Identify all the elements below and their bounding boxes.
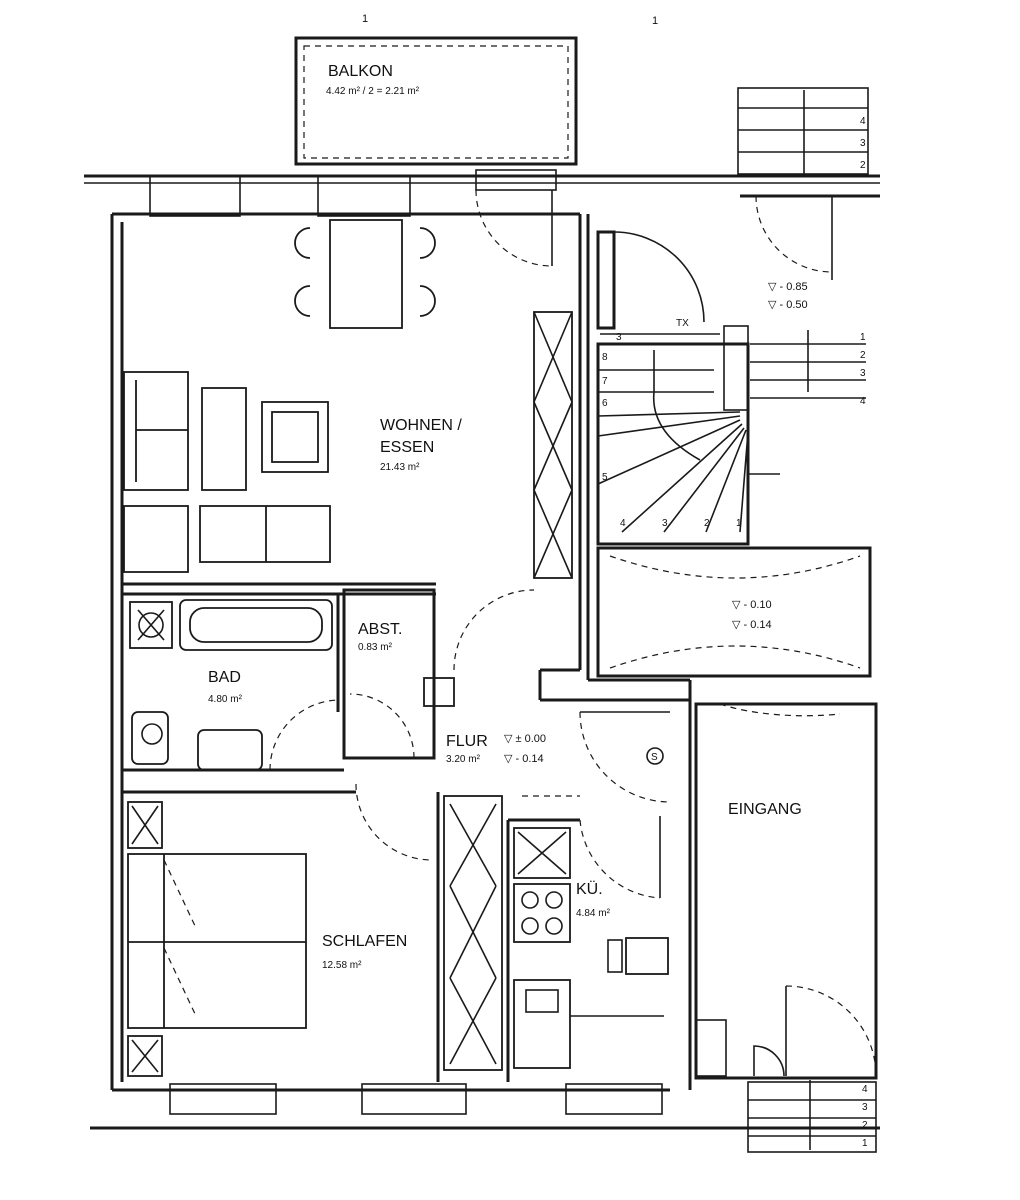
step-br-3: 3 [862,1102,868,1113]
schlafen-label: SCHLAFEN [322,933,407,950]
stairwell: ▽ - 0.10 ▽ - 0.14 [586,214,872,682]
outer-walls [110,212,692,1092]
step-tr-3: 2 [860,160,866,171]
step-br-1: 1 [862,1138,868,1149]
balcony: BALKON 4.42 m² / 2 = 2.21 m² [294,36,578,166]
winding-stair: 1 2 3 4 5 6 7 8 3 TX [596,230,780,546]
spiral-step-5: 5 [602,472,608,483]
balkon-area: 4.42 m² / 2 = 2.21 m² [326,86,420,97]
wohnen-label-1: WOHNEN / [380,417,462,434]
flur-area: 3.20 m² [446,754,481,765]
kueche-area: 4.84 m² [576,908,611,919]
step-mr-3: 3 [860,368,866,379]
grid-tick-2: 1 [652,15,658,27]
step-br-4: 4 [862,1084,868,1095]
bedroom-wardrobe [443,795,503,1071]
landing-level-1: ▽ - 0.10 [732,599,772,611]
kitchen: KÜ. 4.84 m² [506,816,669,1082]
spiral-step-7: 7 [602,376,608,387]
storage-room: ABST. 0.83 m² [342,588,436,760]
bedroom: SCHLAFEN 12.58 m² [122,790,440,1082]
wohnen-area: 21.43 m² [380,462,420,473]
spiral-step-6: 6 [602,398,608,409]
flur-label: FLUR [446,733,488,750]
spiral-step-3: 3 [662,518,668,529]
balkon-label: BALKON [328,63,393,80]
step-tr-1: 4 [860,116,866,127]
eingang-label: EINGANG [728,801,802,818]
spiral-step-top: 3 [616,332,622,343]
stair-level-2: ▽ - 0.50 [768,299,808,311]
upper-right-stairs: 4 3 2 ▽ - 0.85 ▽ - 0.50 [737,87,880,311]
entrance: EINGANG [694,702,878,1080]
tx-label: TX [676,318,689,329]
abst-label: ABST. [358,621,402,638]
sofa-set [123,371,331,573]
step-mr-1: 1 [860,332,866,343]
step-mr-4: 4 [860,396,866,407]
step-mr-2: 2 [860,350,866,361]
grid-tick-1: 1 [362,13,368,25]
living-wardrobe [533,311,573,579]
spiral-step-4: 4 [620,518,626,529]
entrance-steps: 1 2 3 4 [747,1080,877,1153]
bad-area: 4.80 m² [208,694,243,705]
stair-level-1: ▽ - 0.85 [768,281,808,293]
hallway: S FLUR 3.20 m² ▽ ± 0.00 ▽ - 0.14 [355,589,671,861]
abst-area: 0.83 m² [358,642,393,653]
flur-level-2: ▽ - 0.14 [504,753,544,765]
schlafen-area: 12.58 m² [322,960,362,971]
step-tr-2: 3 [860,138,866,149]
spiral-step-1: 1 [736,518,742,529]
kueche-label: KÜ. [576,880,603,898]
bathroom: BAD 4.80 m² [122,582,436,772]
spiral-step-8: 8 [602,352,608,363]
mid-right-stairs: 1 2 3 4 [750,330,866,407]
spiral-step-2: 2 [704,518,710,529]
landing-level-2: ▽ - 0.14 [732,619,772,631]
balcony-door [475,189,553,267]
meter-symbol: S [651,752,658,763]
flur-level-1: ▽ ± 0.00 [504,733,546,745]
bad-label: BAD [208,669,241,686]
dining-table [294,219,436,329]
step-br-2: 2 [862,1120,868,1131]
wohnen-label-2: ESSEN [380,439,434,456]
facade-top [84,169,880,217]
